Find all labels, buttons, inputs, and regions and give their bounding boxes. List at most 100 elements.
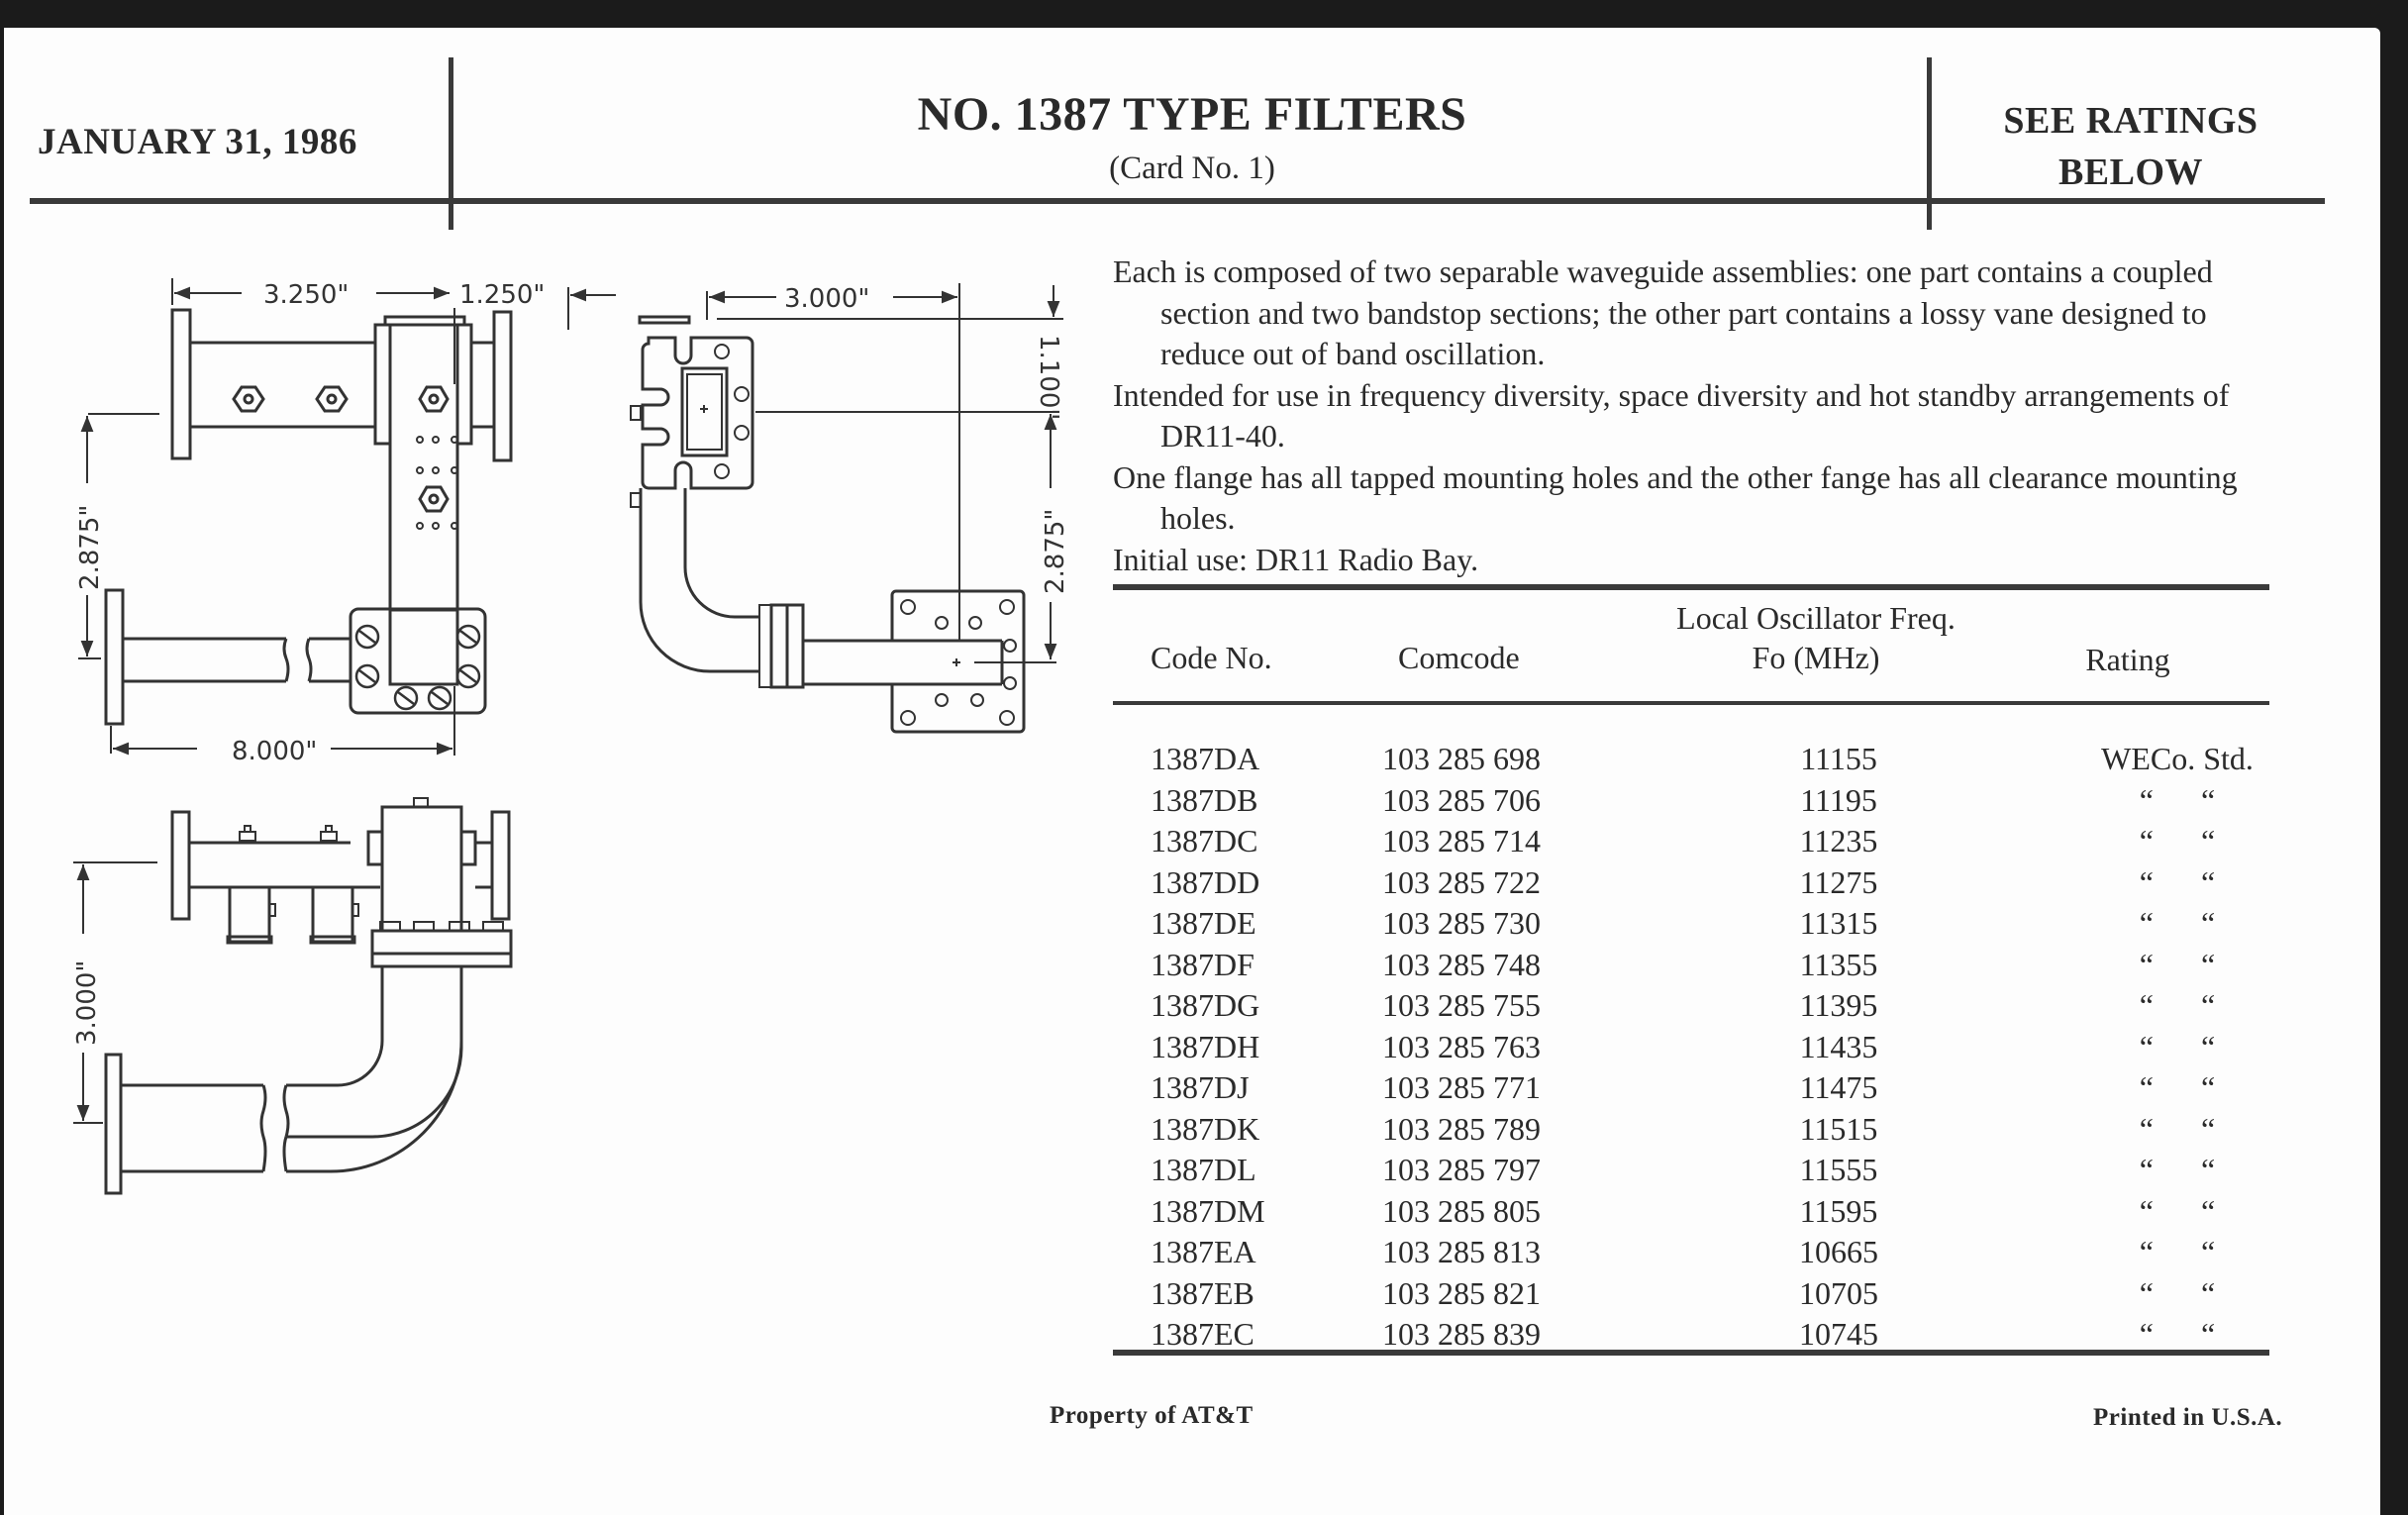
- dim-label-8000: 8.000": [232, 737, 317, 766]
- comcode-cell: 103 285 730: [1382, 905, 1541, 941]
- dim-label-2875-end: 2.875": [1041, 509, 1070, 594]
- table-row: 1387DK 103 285 789 11515 “ “: [1113, 1111, 2269, 1153]
- rating-cell: “ “: [2139, 1274, 2216, 1311]
- header-divider-left: [449, 57, 453, 230]
- rating-cell: WECo. Std.: [2101, 741, 2254, 776]
- code-cell: 1387DM: [1151, 1192, 1265, 1229]
- end-view-drawing: 3.000" 1.100" 2.875": [630, 283, 1070, 734]
- comcode-cell: 103 285 748: [1382, 946, 1541, 982]
- freq-cell: 11355: [1799, 946, 1878, 982]
- rating-cell: “ “: [2139, 1069, 2216, 1105]
- freq-cell: 11515: [1799, 1110, 1878, 1147]
- rating-cell: “ “: [2139, 1234, 2216, 1269]
- code-cell: 1387DE: [1151, 905, 1256, 941]
- hex-nut-icon: [232, 385, 265, 413]
- description-paragraph: Each is composed of two separable wavegu…: [1113, 253, 2213, 371]
- col-header-freq-line2: Fo (MHz): [1752, 640, 1880, 675]
- footer-printed: Printed in U.S.A.: [2093, 1404, 2283, 1431]
- footer-property: Property of AT&T: [1050, 1402, 1254, 1429]
- rating-cell: “ “: [2139, 1192, 2216, 1229]
- hex-nut-icon: [315, 385, 349, 413]
- col-header-comcode: Comcode: [1398, 640, 1520, 675]
- code-cell: 1387DA: [1151, 741, 1260, 776]
- rating-cell: “ “: [2139, 1316, 2216, 1352]
- rating-cell: “ “: [2139, 823, 2216, 858]
- table-header-rule: [1113, 701, 2269, 705]
- top-view-drawing: 3.250" 1.250" 8.000" 2.875": [75, 278, 616, 766]
- code-cell: 1387DK: [1151, 1110, 1260, 1147]
- dim-label-3000-side: 3.000": [72, 960, 102, 1046]
- comcode-cell: 103 285 722: [1382, 863, 1541, 900]
- table-row: 1387DB 103 285 706 11195 “ “: [1113, 782, 2269, 824]
- dim-label-1100: 1.100": [1034, 335, 1063, 420]
- freq-cell: 11555: [1799, 1152, 1878, 1187]
- comcode-cell: 103 285 821: [1382, 1274, 1541, 1311]
- code-cell: 1387DB: [1151, 781, 1258, 818]
- spec-card: JANUARY 31, 1986 NO. 1387 TYPE FILTERS (…: [4, 28, 2380, 1515]
- table-row: 1387DL 103 285 797 11555 “ “: [1113, 1152, 2269, 1193]
- code-cell: 1387DF: [1151, 946, 1254, 982]
- table-row: 1387DC 103 285 714 11235 “ “: [1113, 823, 2269, 864]
- comcode-cell: 103 285 763: [1382, 1028, 1541, 1064]
- bolt-icons: [239, 825, 338, 842]
- comcode-cell: 103 285 714: [1382, 823, 1541, 858]
- comcode-cell: 103 285 706: [1382, 781, 1541, 818]
- description-paragraph: Initial use: DR11 Radio Bay.: [1113, 541, 1479, 577]
- rating-cell: “ “: [2139, 781, 2216, 818]
- card-title: NO. 1387 TYPE FILTERS: [917, 88, 1467, 141]
- card-subtitle: (Card No. 1): [1109, 151, 1275, 186]
- freq-cell: 10745: [1799, 1316, 1878, 1352]
- code-cell: 1387EB: [1151, 1274, 1254, 1311]
- freq-cell: 10665: [1799, 1234, 1878, 1269]
- rating-cell: “ “: [2139, 946, 2216, 982]
- freq-cell: 11195: [1800, 781, 1877, 818]
- header-divider-right: [1927, 57, 1932, 230]
- rating-cell: “ “: [2139, 863, 2216, 900]
- dim-label-3250: 3.250": [263, 280, 349, 310]
- comcode-cell: 103 285 789: [1382, 1110, 1541, 1147]
- ratings-note-line2: BELOW: [2057, 152, 2204, 193]
- comcode-cell: 103 285 797: [1382, 1152, 1541, 1187]
- freq-cell: 11275: [1799, 863, 1878, 900]
- description-paragraph: One flange has all tapped mounting holes…: [1113, 458, 2238, 537]
- comcode-cell: 103 285 839: [1382, 1316, 1541, 1352]
- rating-cell: “ “: [2139, 987, 2216, 1023]
- side-view-drawing: 3.000": [72, 797, 513, 1195]
- ratings-note-line1: SEE RATINGS: [2003, 100, 2258, 142]
- code-cell: 1387DG: [1151, 987, 1260, 1023]
- freq-cell: 10705: [1799, 1274, 1878, 1311]
- col-header-rating: Rating: [2085, 642, 2170, 677]
- rating-cell: “ “: [2139, 1152, 2216, 1187]
- comcode-cell: 103 285 813: [1382, 1234, 1541, 1269]
- hex-nut-icon: [418, 385, 450, 413]
- table-top-rule: [1113, 584, 2269, 590]
- freq-cell: 11395: [1799, 987, 1878, 1023]
- code-cell: 1387DL: [1151, 1152, 1256, 1187]
- code-cell: 1387DD: [1151, 863, 1260, 900]
- freq-cell: 11235: [1799, 823, 1878, 858]
- ratings-note: SEE RATINGS BELOW: [1933, 95, 2329, 198]
- code-cell: 1387DC: [1151, 823, 1258, 858]
- table-row: 1387DD 103 285 722 11275 “ “: [1113, 864, 2269, 906]
- table-row: 1387EC 103 285 839 10745 “ “: [1113, 1316, 2269, 1358]
- header-rule: [30, 198, 2325, 204]
- rating-cell: “ “: [2139, 905, 2216, 941]
- dim-label-2875-top: 2.875": [75, 505, 105, 590]
- col-header-freq-line1: Local Oscillator Freq.: [1676, 600, 1956, 636]
- freq-cell: 11475: [1799, 1069, 1878, 1105]
- rating-cell: “ “: [2139, 1110, 2216, 1147]
- screw-heads: [354, 624, 481, 711]
- comcode-cell: 103 285 698: [1382, 741, 1541, 776]
- code-cell: 1387EC: [1151, 1316, 1254, 1352]
- dim-label-1250: 1.250": [459, 280, 545, 310]
- col-header-code: Code No.: [1151, 640, 1272, 675]
- description: Each is composed of two separable wavegu…: [1113, 252, 2281, 580]
- table-bottom-rule: [1113, 1350, 2269, 1356]
